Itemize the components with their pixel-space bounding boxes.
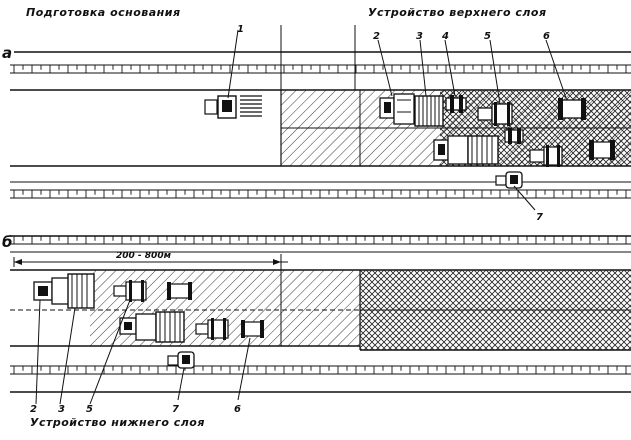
machine-2-dump-truck — [379, 93, 415, 125]
panel-a: а — [2, 24, 631, 223]
title-lower-layer: Устройство нижнего слоя — [30, 416, 205, 429]
machine-6-heavy-roller — [558, 98, 586, 120]
machine-5-roller-lane-2 — [529, 145, 563, 167]
callout-7: 7 — [536, 212, 543, 223]
machine-2-dump-truck-lower-lane-2 — [119, 313, 157, 341]
ruler-bottom-a — [10, 189, 631, 199]
machine-2-dump-truck-lower — [33, 277, 71, 305]
callout-leaders-a — [227, 29, 567, 211]
callout-5: 5 — [484, 31, 491, 42]
title-base-preparation: Подготовка основания — [26, 6, 181, 19]
dimension-label: 200 - 800м — [116, 251, 172, 261]
machine-3-paver-lower-lane-2 — [155, 311, 185, 343]
callout-b-5: 5 — [86, 404, 93, 415]
callout-4: 4 — [441, 31, 449, 42]
panel-b: б 200 - 800м — [2, 233, 631, 415]
callout-1: 1 — [237, 24, 244, 35]
machine-3-paver-lane-2 — [467, 135, 499, 165]
callout-b-3: 3 — [58, 404, 65, 415]
machine-1-grader — [204, 95, 262, 119]
machine-6-heavy-roller-lower-lane-2 — [241, 320, 264, 338]
machine-6-heavy-roller-lane-2 — [589, 140, 615, 160]
callout-3: 3 — [416, 31, 423, 42]
callout-b-2: 2 — [30, 404, 37, 415]
callout-2: 2 — [373, 31, 380, 42]
machine-7-supply-truck — [495, 171, 523, 189]
dimension-line — [13, 254, 288, 270]
machine-2-dump-truck-lane-2 — [433, 135, 469, 165]
machine-3-paver — [414, 95, 444, 127]
panel-mark-b: б — [2, 233, 12, 251]
title-upper-layer: Устройство верхнего слоя — [368, 6, 547, 19]
machine-5-roller — [477, 102, 513, 126]
callout-b-7: 7 — [172, 404, 179, 415]
callout-6: 6 — [543, 31, 550, 42]
ruler-bottom-b — [10, 365, 631, 375]
machine-7-supply-truck-lower — [167, 351, 195, 369]
panel-mark-a: а — [2, 44, 12, 62]
machine-5-roller-lower — [113, 280, 147, 302]
machine-3-paver-lower — [67, 273, 95, 309]
machine-6-heavy-roller-lower — [167, 282, 192, 300]
machine-4-roller — [445, 95, 467, 113]
machine-5-roller-lower-lane-2 — [195, 318, 229, 340]
machine-4-roller-lane-2 — [504, 128, 524, 144]
ruler-top-a — [10, 64, 631, 74]
ruler-top-b — [10, 235, 631, 245]
callout-leaders-b — [35, 299, 251, 405]
callout-b-6: 6 — [234, 404, 241, 415]
